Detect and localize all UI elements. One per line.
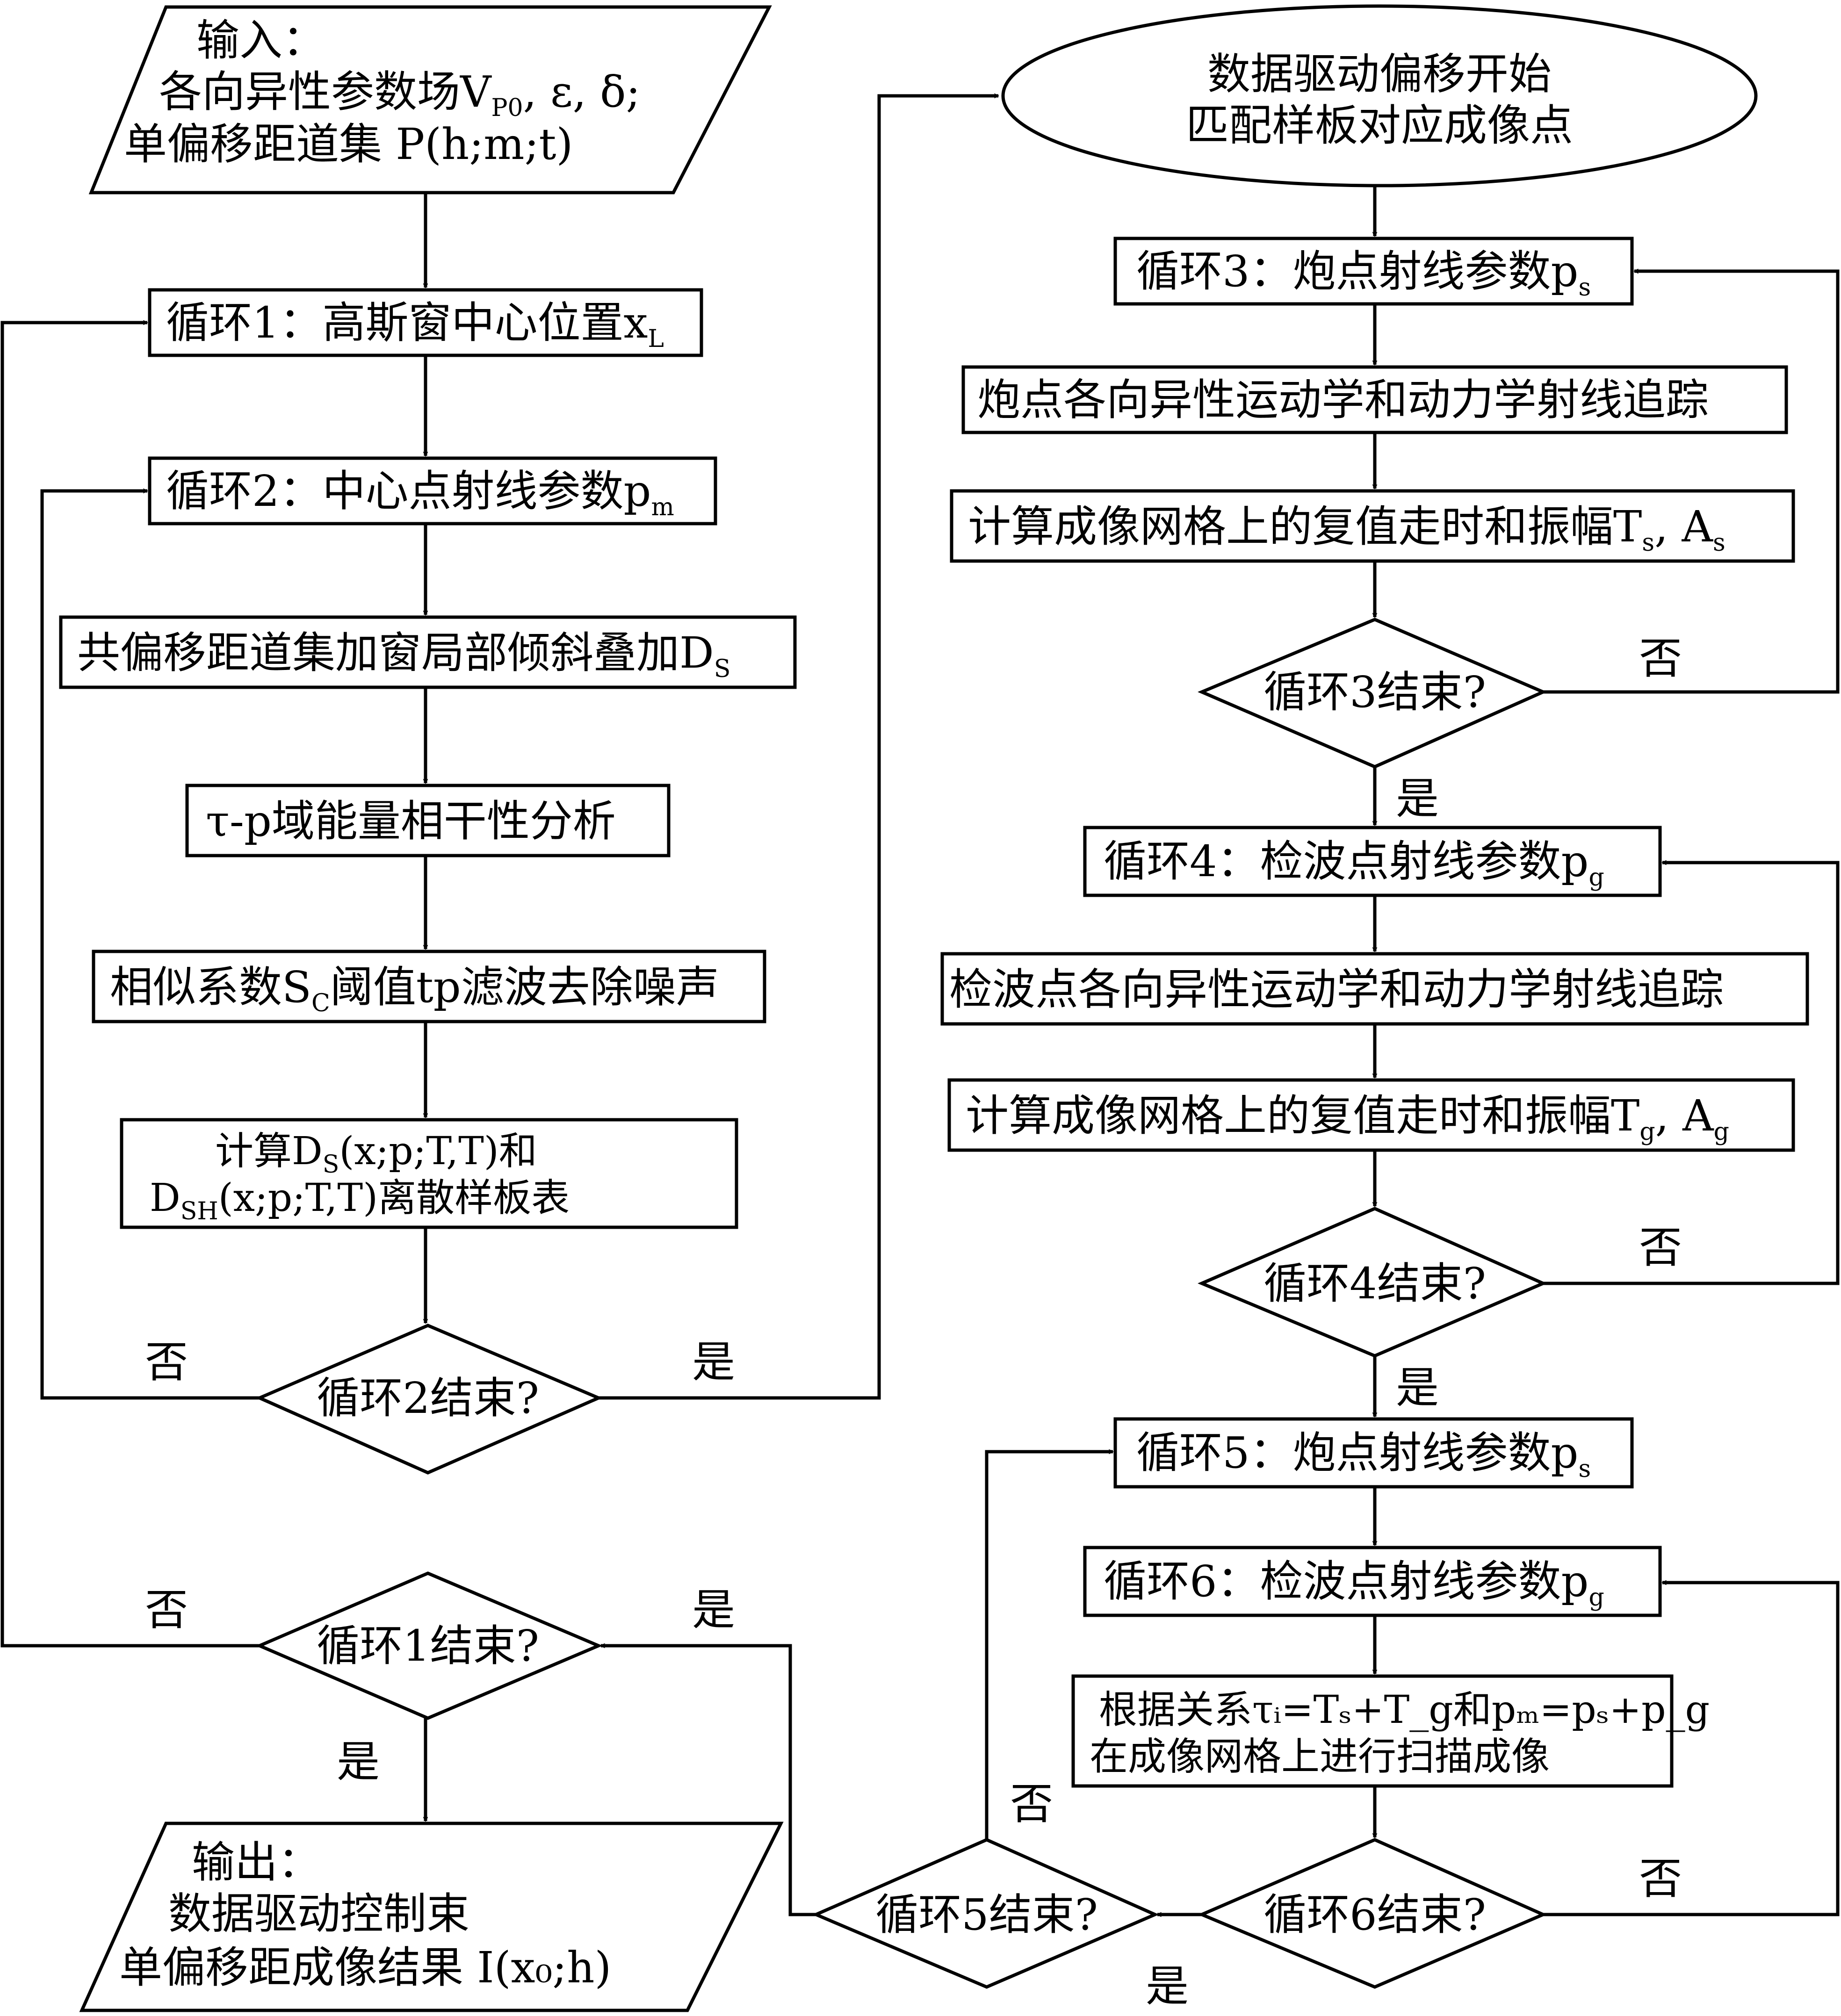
filter-node: 相似系数SC阈值tp滤波去除噪声 (92, 950, 766, 1023)
decision-loop3: 循环3结束? (1198, 618, 1547, 769)
start-line2: 匹配样板对应成像点 (1186, 101, 1573, 151)
loop3-label: 循环3：炮点射线参数p (1136, 246, 1578, 296)
label-dec3-no: 否 (1639, 634, 1682, 684)
calc-g-node: 计算成像网格上的复值走时和振幅Tg, Ag (947, 1078, 1795, 1152)
start-node: 数据驱动偏移开始 匹配样板对应成像点 (1001, 4, 1758, 187)
decision-loop2: 循环2结束? (255, 1324, 603, 1475)
filter-label: 相似系数S (110, 962, 311, 1012)
svg-text:各向异性参数场VP0, ε, δ;: 各向异性参数场VP0, ε, δ; (159, 67, 641, 122)
decision-loop2-label: 循环2结束? (317, 1373, 539, 1423)
scan-line1: 根据关系τᵢ=Tₛ+T_g和pₘ=pₛ+p_g (1099, 1688, 1710, 1732)
loop4-label: 循环4：检波点射线参数p (1104, 836, 1588, 886)
label-dec1-yes: 是 (337, 1737, 380, 1787)
calc-s-node: 计算成像网格上的复值走时和振幅Ts, As (950, 489, 1795, 563)
svg-text:计算成像网格上的复值走时和振幅Tg, Ag: 计算成像网格上的复值走时和振幅Tg, Ag (966, 1091, 1729, 1146)
output-title: 输出： (192, 1837, 321, 1887)
table-line1: 计算D (215, 1129, 323, 1174)
label-dec1-no: 否 (145, 1585, 188, 1635)
trace-s-node: 炮点各向异性运动学和动力学射线追踪 (961, 365, 1788, 434)
loop2-label: 循环2：中心点射线参数p (166, 466, 651, 516)
label-dec2-yes: 是 (692, 1337, 735, 1387)
decision-loop3-label: 循环3结束? (1263, 667, 1486, 717)
label-dec6-yes: 是 (1146, 1961, 1189, 2011)
stack-label: 共偏移距道集加窗局部倾斜叠加D (77, 628, 714, 678)
loop3-node: 循环3：炮点射线参数ps (1113, 237, 1634, 306)
decision-loop5-label: 循环5结束? (875, 1890, 1098, 1940)
label-dec5-yes: 是 (692, 1585, 735, 1635)
decision-loop5: 循环5结束? (812, 1838, 1159, 1989)
input-node: 输入： 各向异性参数场VP0, ε, δ; 单偏移距道集 P(h;m;t) (88, 5, 772, 194)
trace-s-label: 炮点各向异性运动学和动力学射线追踪 (977, 375, 1709, 425)
edge-dec5-yes-dec1 (601, 1646, 816, 1916)
output-line3: 单偏移距成像结果 I(x₀;h) (119, 1943, 611, 1993)
decision-loop4-label: 循环4结束? (1263, 1259, 1486, 1309)
trace-g-label: 检波点各向异性运动学和动力学射线追踪 (949, 965, 1724, 1015)
loop1-node: 循环1：高斯窗中心位置xL (148, 288, 703, 357)
label-dec6-no: 否 (1639, 1854, 1682, 1904)
svg-text:循环5：炮点射线参数ps: 循环5：炮点射线参数ps (1136, 1428, 1591, 1483)
start-line1: 数据驱动偏移开始 (1207, 49, 1552, 99)
edge-dec2-yes-start (599, 96, 998, 1400)
taup-label: τ-p域能量相干性分析 (206, 796, 616, 846)
decision-loop4: 循环4结束? (1198, 1207, 1547, 1358)
loop2-node: 循环2：中心点射线参数pm (148, 456, 717, 526)
scan-line2: 在成像网格上进行扫描成像 (1090, 1735, 1550, 1779)
svg-text:循环2：中心点射线参数pm: 循环2：中心点射线参数pm (166, 466, 674, 521)
loop6-node: 循环6：检波点射线参数pg (1083, 1546, 1662, 1617)
calc-s-label: 计算成像网格上的复值走时和振幅T (968, 502, 1642, 552)
calc-g-label: 计算成像网格上的复值走时和振幅T (966, 1091, 1639, 1141)
decision-loop1-label: 循环1结束? (317, 1621, 539, 1671)
edge-dec4-no-loop4 (1543, 863, 1840, 1285)
input-line3: 单偏移距道集 P(h;m;t) (124, 119, 573, 169)
output-node: 输出： 数据驱动控制束 单偏移距成像结果 I(x₀;h) (79, 1822, 784, 2012)
edge-dec5-no-loop5 (985, 1452, 1113, 1840)
svg-text:循环4：检波点射线参数pg: 循环4：检波点射线参数pg (1104, 836, 1604, 892)
edge-dec2-no-loop2 (40, 491, 260, 1400)
label-dec4-no: 否 (1639, 1223, 1682, 1273)
svg-text:循环1：高斯窗中心位置xL: 循环1：高斯窗中心位置xL (166, 298, 664, 353)
table-line2: D (150, 1176, 180, 1220)
svg-text:循环6：检波点射线参数pg: 循环6：检波点射线参数pg (1104, 1556, 1604, 1612)
svg-text:计算DS(x;p;T,T)和: 计算DS(x;p;T,T)和 (215, 1129, 537, 1179)
loop5-label: 循环5：炮点射线参数p (1136, 1428, 1578, 1478)
loop4-node: 循环4：检波点射线参数pg (1083, 826, 1662, 897)
decision-loop1: 循环1结束? (255, 1571, 603, 1720)
scan-node: 根据关系τᵢ=Tₛ+T_g和pₘ=pₛ+p_g 在成像网格上进行扫描成像 (1071, 1674, 1710, 1788)
output-line2: 数据驱动控制束 (168, 1889, 469, 1939)
svg-text:共偏移距道集加窗局部倾斜叠加DS: 共偏移距道集加窗局部倾斜叠加DS (77, 628, 730, 683)
edge-dec1-no-loop1 (0, 323, 260, 1648)
input-line2: 各向异性参数场V (159, 67, 492, 117)
svg-text:DSH(x;p;T,T)离散样板表: DSH(x;p;T,T)离散样板表 (150, 1176, 570, 1225)
trace-g-node: 检波点各向异性运动学和动力学射线追踪 (940, 952, 1809, 1026)
svg-text:计算成像网格上的复值走时和振幅Ts, As: 计算成像网格上的复值走时和振幅Ts, As (968, 502, 1725, 557)
decision-loop6-label: 循环6结束? (1263, 1890, 1486, 1940)
edge-dec6-no-loop6 (1543, 1583, 1840, 1916)
label-dec5-no: 否 (1010, 1779, 1053, 1829)
template-table-node: 计算DS(x;p;T,T)和 DSH(x;p;T,T)离散样板表 (120, 1118, 738, 1229)
label-dec4-yes: 是 (1396, 1363, 1439, 1413)
label-dec3-yes: 是 (1396, 774, 1439, 824)
edge-dec3-no-loop3 (1543, 271, 1840, 694)
label-dec2-no: 否 (145, 1337, 188, 1387)
loop6-label: 循环6：检波点射线参数p (1104, 1556, 1588, 1606)
svg-text:循环3：炮点射线参数ps: 循环3：炮点射线参数ps (1136, 246, 1591, 302)
input-title: 输入： (196, 15, 325, 65)
loop5-node: 循环5：炮点射线参数ps (1113, 1417, 1634, 1489)
loop1-label: 循环1：高斯窗中心位置x (166, 298, 648, 348)
decision-loop6: 循环6结束? (1198, 1838, 1547, 1989)
taup-node: τ-p域能量相干性分析 (185, 784, 671, 857)
stack-node: 共偏移距道集加窗局部倾斜叠加DS (59, 615, 797, 689)
svg-text:相似系数SC阈值tp滤波去除噪声: 相似系数SC阈值tp滤波去除噪声 (110, 962, 719, 1017)
